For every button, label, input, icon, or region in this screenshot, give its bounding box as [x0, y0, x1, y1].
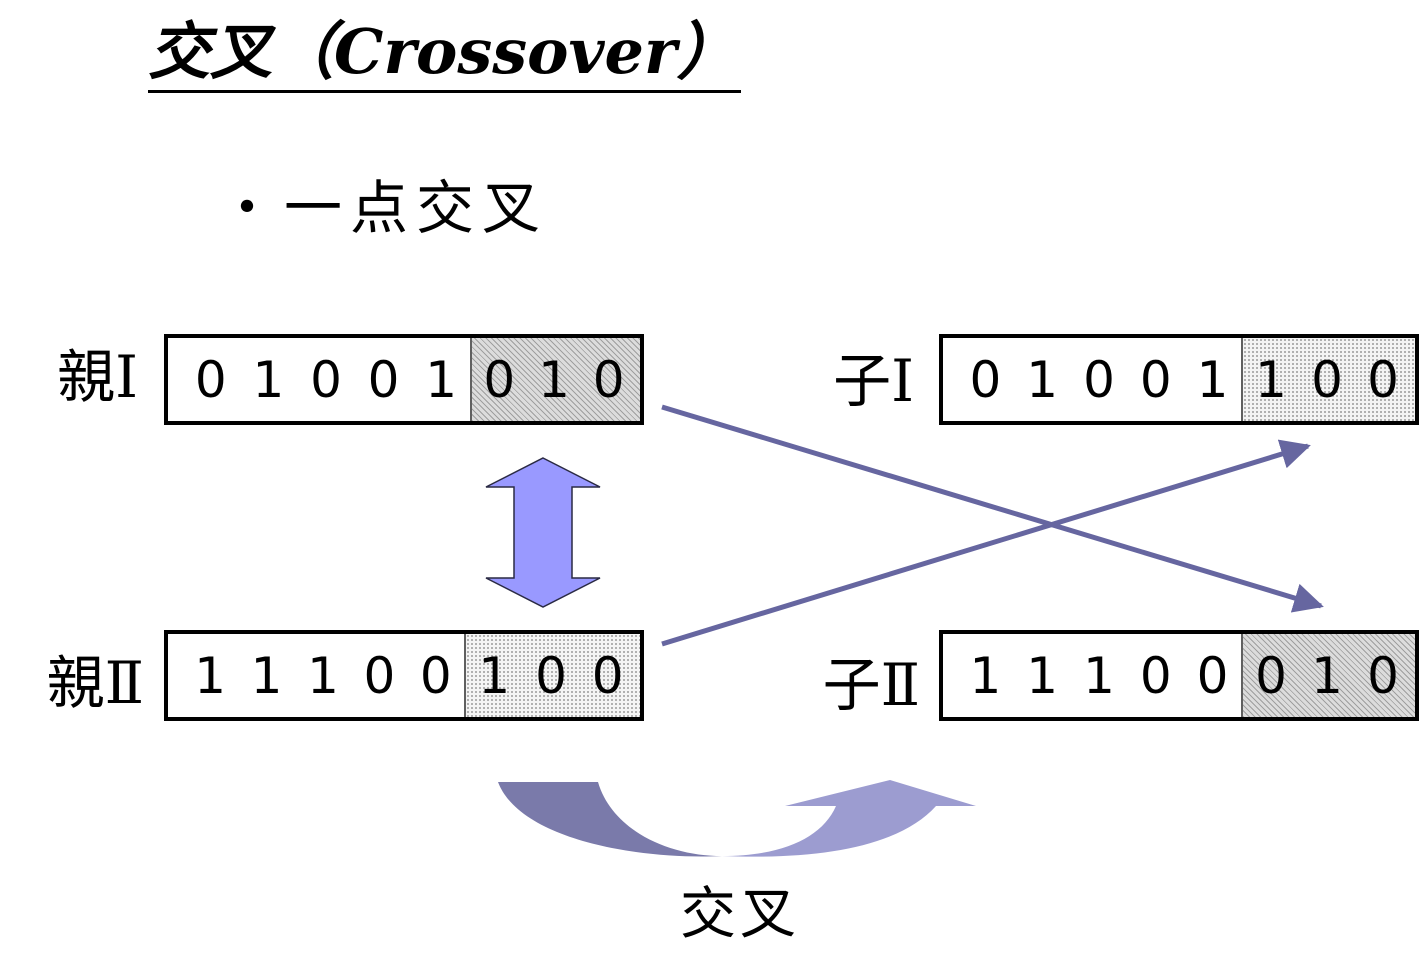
gene-bit: 0 [363, 646, 396, 705]
gene-bit: 0 [367, 350, 400, 409]
gene-bit: 1 [252, 350, 285, 409]
gene-bit: 0 [194, 350, 227, 409]
gene-bit: 1 [1026, 646, 1059, 705]
parent-2-tail-segment: 1 0 0 [464, 634, 640, 717]
gene-bit: 1 [307, 646, 339, 705]
section-heading: ・一点交叉 [218, 174, 549, 242]
child-1-head-segment: 0 1 0 0 1 [943, 338, 1241, 421]
gene-bit: 0 [1311, 350, 1343, 409]
child-2-tail-segment: 0 1 0 [1241, 634, 1415, 717]
parent-2-head-segment: 1 1 1 0 0 [168, 634, 464, 717]
child-1-label: 子Ⅰ [833, 347, 914, 415]
child-2-chromosome: 1 1 1 0 0 0 1 0 [939, 630, 1419, 721]
gene-bit: 0 [969, 350, 1002, 409]
curved-arrow-left-half [498, 782, 722, 857]
gene-bit: 1 [194, 646, 227, 705]
gene-bit: 0 [592, 350, 625, 409]
gene-bit: 0 [483, 350, 516, 409]
parent-1-label: 親Ⅰ [57, 343, 138, 411]
child-1-chromosome: 0 1 0 0 1 1 0 0 [939, 334, 1419, 425]
gene-bit: 1 [250, 646, 283, 705]
curved-arrow-right-half [722, 780, 976, 857]
crossover-line-parent2-to-child1 [661, 439, 1311, 647]
parent-1-head-segment: 0 1 0 0 1 [168, 338, 470, 421]
gene-bit: 1 [538, 350, 570, 409]
gene-bit: 0 [1139, 646, 1172, 705]
gene-bit: 0 [419, 646, 452, 705]
parent-2-chromosome: 1 1 1 0 0 1 0 0 [164, 630, 644, 721]
gene-bit: 1 [1026, 350, 1059, 409]
child-2-label: 子Ⅱ [822, 651, 920, 719]
gene-bit: 1 [1196, 350, 1229, 409]
crossover-caption: 交叉 [680, 882, 800, 947]
gene-bit: 0 [1196, 646, 1229, 705]
gene-bit: 0 [1367, 646, 1399, 705]
gene-bit: 0 [1255, 646, 1287, 705]
gene-bit: 1 [425, 350, 458, 409]
gene-bit: 1 [969, 646, 1002, 705]
child-2-head-segment: 1 1 1 0 0 [943, 634, 1241, 717]
gene-bit: 1 [1083, 646, 1115, 705]
gene-bit: 0 [1083, 350, 1115, 409]
crossover-line-parent1-to-child2 [661, 404, 1324, 613]
parent-1-chromosome: 0 1 0 0 1 0 1 0 [164, 334, 644, 425]
gene-bit: 0 [591, 646, 624, 705]
gene-bit: 0 [310, 350, 342, 409]
gene-bit: 0 [535, 646, 567, 705]
parent-1-tail-segment: 0 1 0 [470, 338, 640, 421]
parent-2-label: 親Ⅱ [46, 649, 144, 717]
child-1-tail-segment: 1 0 0 [1241, 338, 1415, 421]
gene-bit: 1 [1255, 350, 1287, 409]
slide-title: 交叉（Crossover） [148, 14, 741, 93]
gene-bit: 0 [1139, 350, 1172, 409]
gene-bit: 1 [478, 646, 511, 705]
swap-double-arrow [485, 457, 601, 608]
gene-bit: 0 [1367, 350, 1399, 409]
gene-bit: 1 [1311, 646, 1343, 705]
